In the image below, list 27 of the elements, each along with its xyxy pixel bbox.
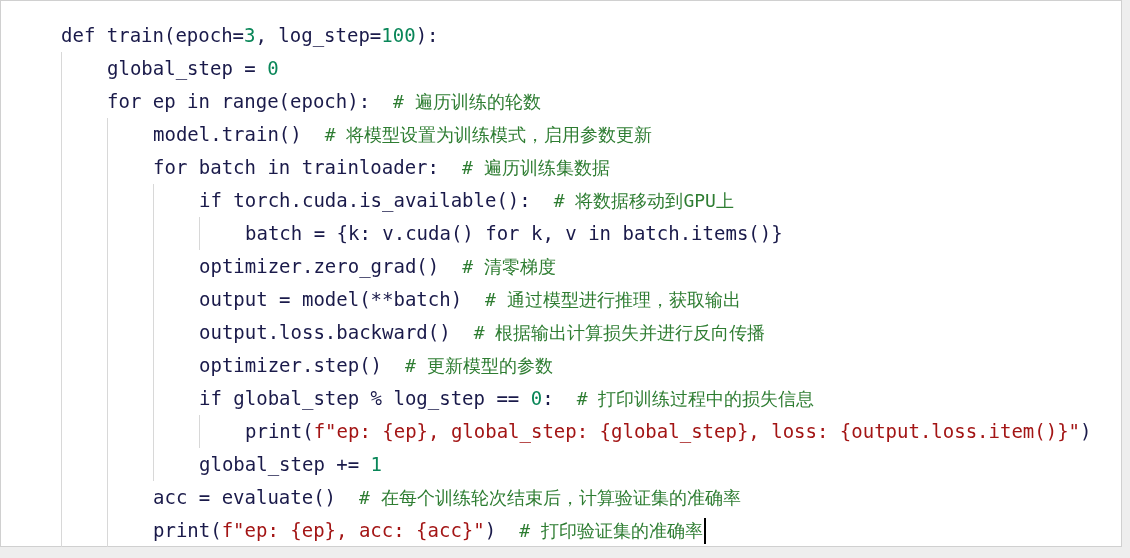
code-line: for batch in trainloader: <box>153 156 439 178</box>
code-line: output = model(**batch) <box>199 288 463 310</box>
code-line: print(f"ep: {ep}, global_step: {global_step}, loss: {output.loss.item()}") <box>245 420 1092 442</box>
code-line: global_step = 0 <box>107 57 279 79</box>
code-line: output.loss.backward() <box>199 321 451 343</box>
code-comment: # 打印验证集的准确率 <box>519 520 703 541</box>
code-line: if global_step % log_step == 0: <box>199 387 554 409</box>
code-comment: # 更新模型的参数 <box>405 355 553 376</box>
code-comment: # 遍历训练集数据 <box>462 157 610 178</box>
code-comment: # 将数据移动到GPU上 <box>553 190 734 211</box>
code-line: for ep in range(epoch): <box>107 90 371 112</box>
code-line: global_step += 1 <box>199 453 383 475</box>
code-line: def train(epoch=3, log_step=100): <box>61 24 439 46</box>
code-line: batch = {k: v.cuda() for k, v in batch.items()} <box>245 222 783 244</box>
code-line: optimizer.step() <box>199 354 383 376</box>
code-line: print(f"ep: {ep}, acc: {acc}") <box>153 519 497 541</box>
code-comment: # 遍历训练的轮数 <box>393 91 541 112</box>
code-comment: # 打印训练过程中的损失信息 <box>576 388 815 409</box>
code-comment: # 清零梯度 <box>462 256 556 277</box>
code-line: optimizer.zero_grad() <box>199 255 440 277</box>
code-comment: # 在每个训练轮次结束后，计算验证集的准确率 <box>359 487 741 508</box>
code-comment: # 通过模型进行推理，获取输出 <box>485 289 741 310</box>
code-comment: # 根据输出计算损失并进行反向传播 <box>473 322 766 343</box>
code-line: model.train() <box>153 123 302 145</box>
code-line: if torch.cuda.is_available(): <box>199 189 531 211</box>
code-line: acc = evaluate() <box>153 486 337 508</box>
code-comment: # 将模型设置为训练模式，启用参数更新 <box>324 124 653 145</box>
